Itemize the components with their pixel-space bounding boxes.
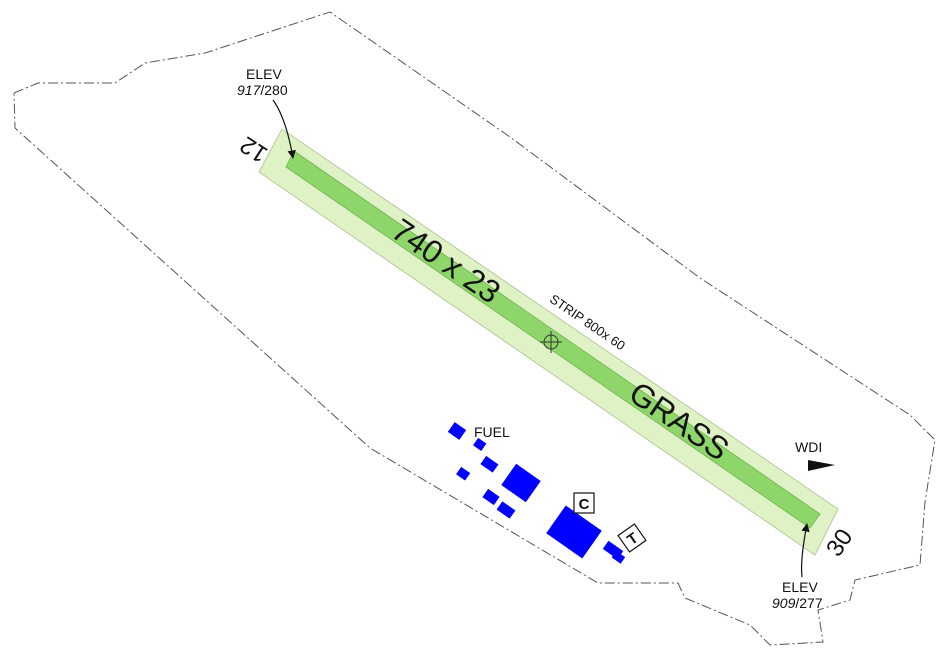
building — [456, 466, 471, 481]
building — [447, 422, 467, 440]
t-box: T — [617, 523, 647, 553]
runway — [285, 150, 821, 529]
wdi-label: WDI — [795, 439, 822, 455]
elev-30-value: 909/277 — [772, 595, 823, 611]
building — [611, 550, 626, 564]
wind-direction-indicator-icon — [808, 460, 835, 471]
elev-12-label: ELEV — [246, 66, 282, 82]
aerodrome-boundary — [13, 11, 936, 646]
buildings — [447, 422, 626, 564]
aerodrome-reference-point-icon — [540, 331, 562, 353]
building — [473, 437, 487, 451]
elevation-arrow-icon — [272, 99, 296, 159]
building — [482, 488, 500, 506]
svg-text:C: C — [579, 496, 590, 513]
building — [480, 455, 499, 473]
building — [496, 501, 516, 519]
building — [501, 463, 541, 503]
c-box: C — [573, 492, 595, 514]
elev-12-value: 917/280 — [237, 82, 288, 98]
elevation-arrow-icon — [800, 523, 810, 578]
building — [546, 505, 602, 559]
elev-30-label: ELEV — [782, 579, 818, 595]
fuel-label: FUEL — [474, 424, 510, 440]
